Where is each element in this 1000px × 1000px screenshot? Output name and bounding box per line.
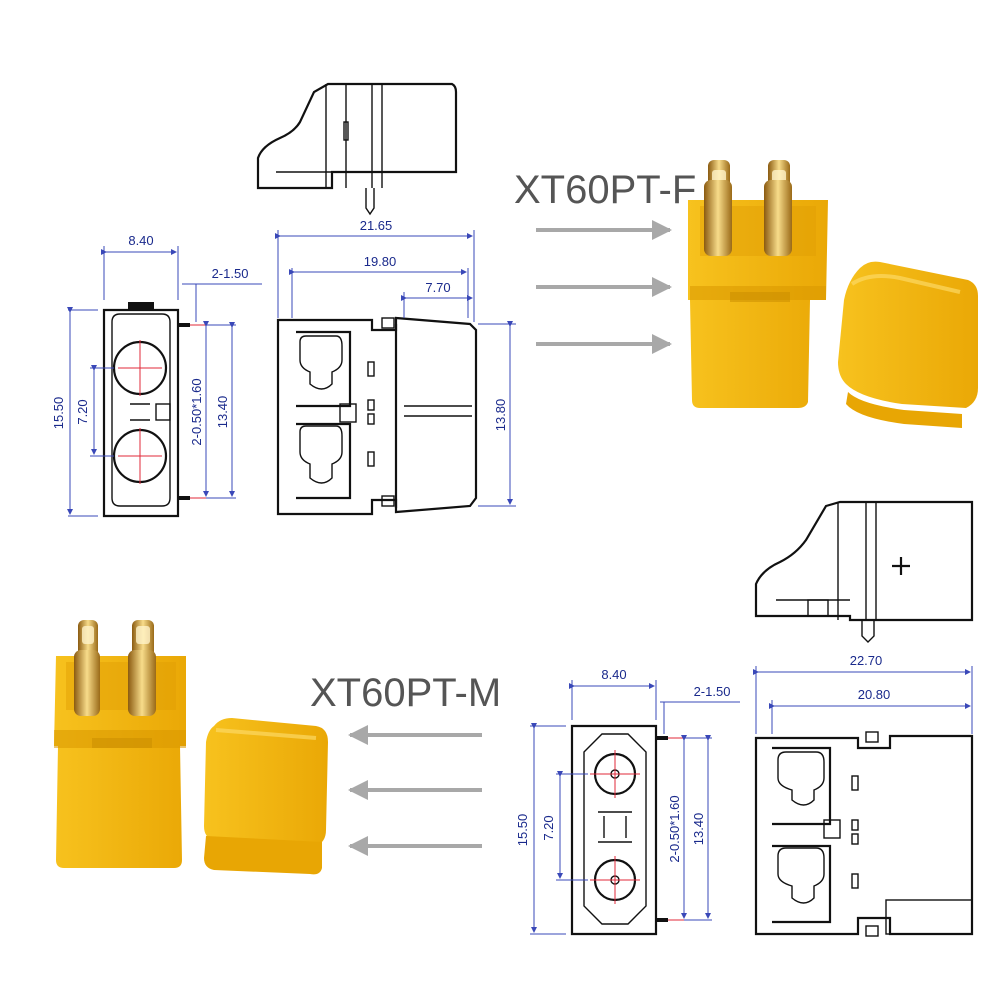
male-pointer-arrows (348, 725, 482, 856)
male-side-profile (754, 500, 974, 643)
female-cover-photo (838, 261, 978, 428)
female-len-body: 19.80 (364, 254, 397, 269)
female-pin-note: 2-1.50 (212, 266, 249, 281)
female-front-dimensions (67, 246, 262, 517)
male-plan-dimensions (753, 666, 973, 734)
male-cover-photo (204, 718, 328, 875)
male-pitch: 7.20 (541, 815, 556, 840)
male-title: XT60PT-M (310, 671, 501, 715)
male-len-total: 22.70 (850, 653, 883, 668)
female-plan-dimensions (275, 230, 516, 507)
male-dimension-labels: 8.40 2-1.50 15.50 7.20 2-0.50*1.60 13.40… (515, 653, 890, 863)
female-side-profile (256, 82, 458, 216)
male-height-left: 15.50 (515, 814, 530, 847)
female-plan-view (276, 316, 478, 516)
female-width-top: 8.40 (128, 233, 153, 248)
male-front-dimensions (530, 680, 740, 935)
male-len-body: 20.80 (858, 687, 891, 702)
male-pin-size: 2-0.50*1.60 (667, 795, 682, 862)
female-height-left: 15.50 (51, 397, 66, 430)
female-pin-span: 13.40 (215, 396, 230, 429)
male-pin-span: 13.40 (691, 813, 706, 846)
female-pin-size: 2-0.50*1.60 (189, 378, 204, 445)
female-title: XT60PT-F (514, 168, 696, 212)
male-plan-view (754, 731, 974, 937)
male-width-top: 8.40 (601, 667, 626, 682)
female-pointer-arrows (536, 220, 672, 354)
female-height-right: 13.80 (493, 399, 508, 432)
male-front-view (570, 724, 684, 936)
female-len-total: 21.65 (360, 218, 393, 233)
female-connector-photo (688, 160, 828, 408)
female-len-cap: 7.70 (425, 280, 450, 295)
female-pitch: 7.20 (75, 399, 90, 424)
male-pin-note: 2-1.50 (694, 684, 731, 699)
female-dimension-labels: 8.40 2-1.50 15.50 7.20 2-0.50*1.60 13.40… (51, 218, 508, 446)
male-connector-photo (54, 620, 186, 868)
